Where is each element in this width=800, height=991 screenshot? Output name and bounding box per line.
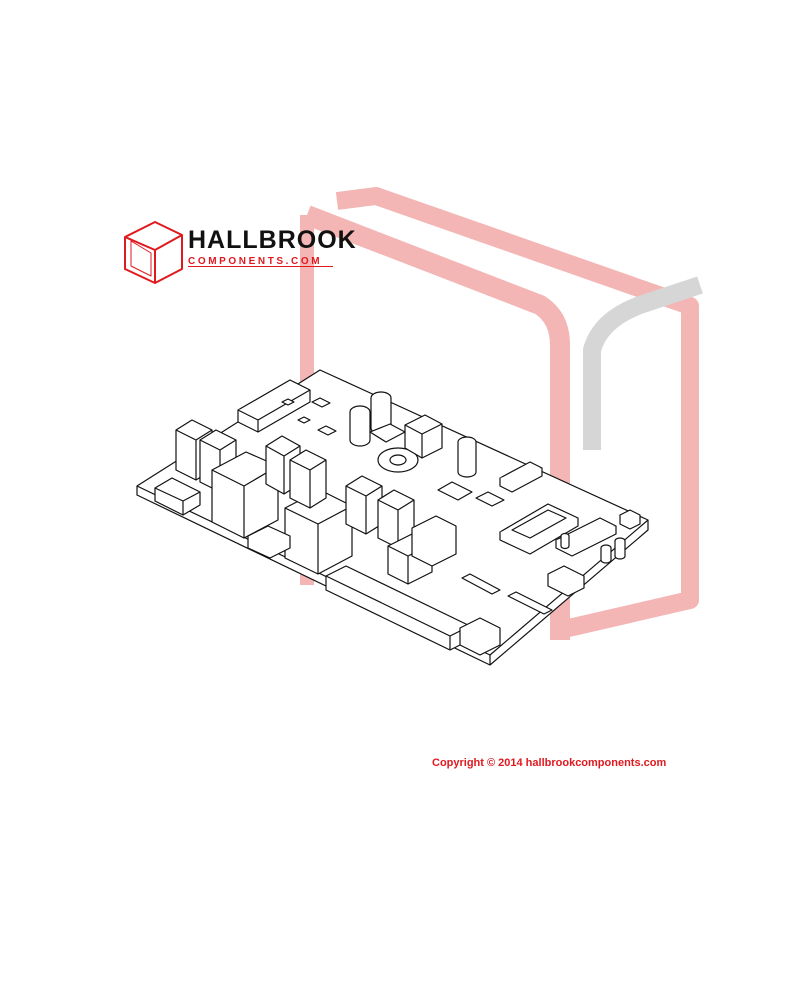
brand-subtitle: COMPONENTS.COM bbox=[188, 256, 323, 267]
copyright-notice: Copyright © 2014 hallbrookcomponents.com bbox=[432, 757, 667, 769]
watermark-grey-shape bbox=[583, 276, 703, 450]
logo-text: HALLBROOK COMPONENTS.COM bbox=[188, 226, 357, 268]
logo-cube-icon bbox=[124, 221, 183, 284]
brand-divider bbox=[188, 266, 333, 267]
brand-name: HALLBROOK bbox=[188, 226, 357, 254]
